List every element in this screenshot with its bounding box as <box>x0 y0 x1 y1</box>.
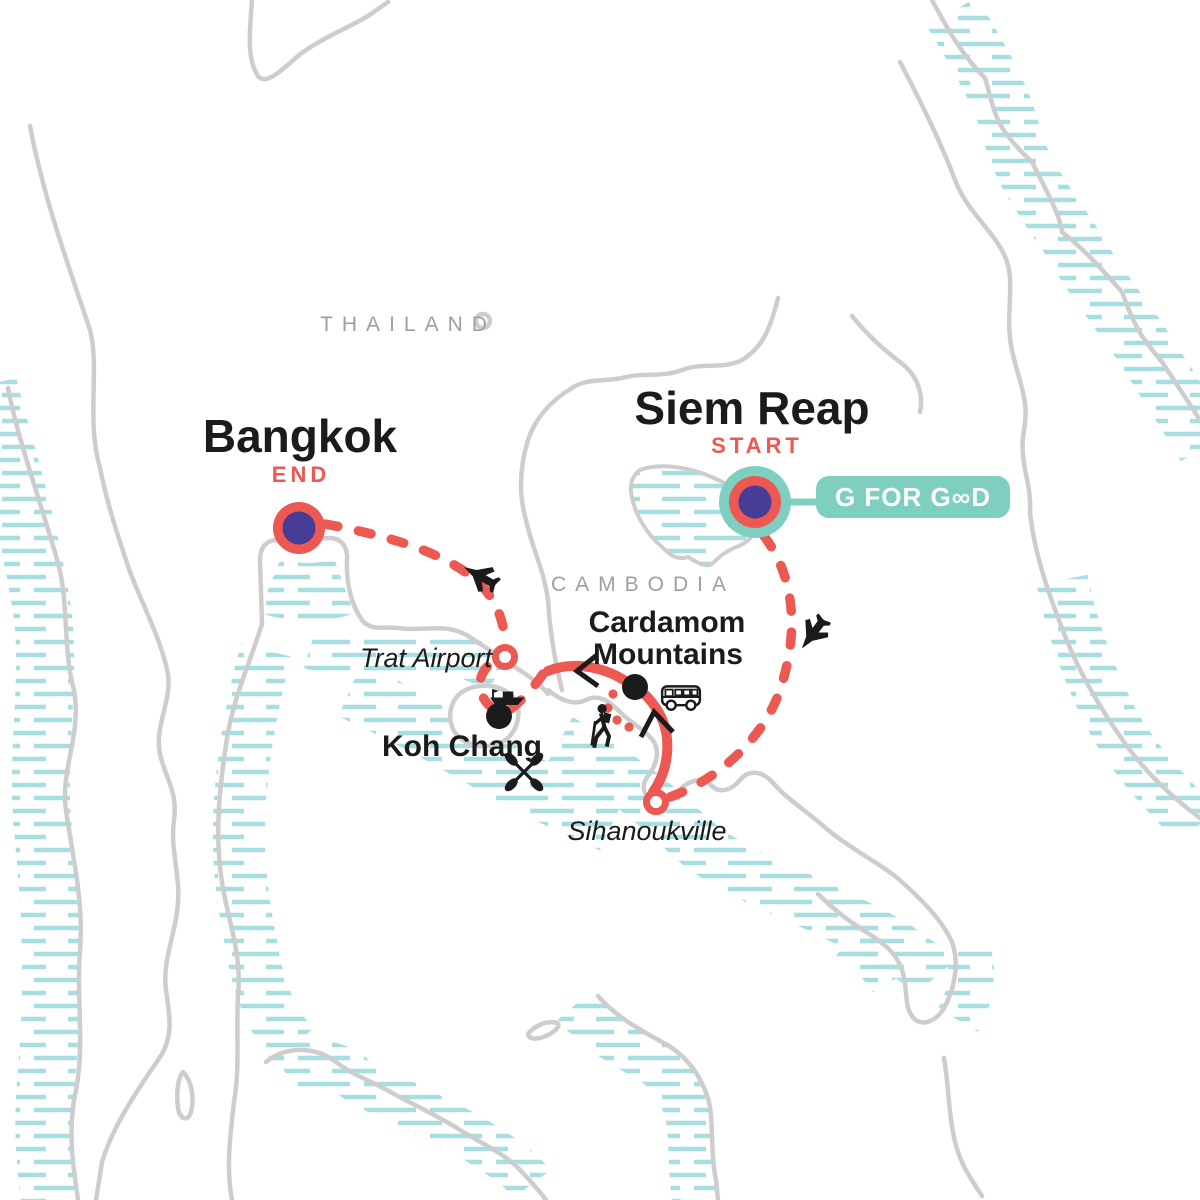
bangkok-end-tag: END <box>272 462 330 487</box>
g-for-good-badge: G FOR G∞D <box>756 476 1010 518</box>
koh-chang-marker <box>486 703 512 729</box>
cardamom-label-line2: Mountains <box>593 638 743 671</box>
cardamom-marker <box>622 674 648 700</box>
sihanoukville-marker <box>643 789 669 815</box>
koh-chang-label: Koh Chang <box>382 730 542 763</box>
siem-reap-label: Siem Reap <box>634 382 869 434</box>
trat-airport-marker <box>492 644 518 670</box>
bus-icon <box>660 685 702 711</box>
hiker-icon <box>590 704 612 749</box>
arrow-chevron-icon <box>572 653 600 689</box>
plane-icon <box>801 613 831 649</box>
arrow-chevron-icon <box>638 707 675 739</box>
badge-label: G FOR G∞D <box>835 482 991 512</box>
country-label-thailand: THAILAND <box>320 313 496 336</box>
bangkok-end-marker <box>273 502 325 554</box>
route-ferry-kohchang-trat <box>475 652 508 713</box>
cardamom-label-line1: Cardamom <box>589 606 746 639</box>
paddles-icon <box>504 752 544 792</box>
route-ferry-pier-kohchang <box>502 669 548 717</box>
trat-airport-label: Trat Airport <box>360 643 494 673</box>
route-flight-trat-bangkok <box>320 519 510 651</box>
siem-reap-start-tag: START <box>711 433 803 458</box>
plane-icon <box>464 567 501 593</box>
route-flight-siemreap-sihanoukville <box>665 531 797 802</box>
coastline-paths <box>5 0 1200 1200</box>
country-label-cambodia: CAMBODIA <box>551 573 735 596</box>
bangkok-label: Bangkok <box>203 410 398 462</box>
route-direction-arrows <box>572 653 675 739</box>
siem-reap-start-marker <box>719 466 791 538</box>
sihanoukville-label: Sihanoukville <box>567 816 726 846</box>
